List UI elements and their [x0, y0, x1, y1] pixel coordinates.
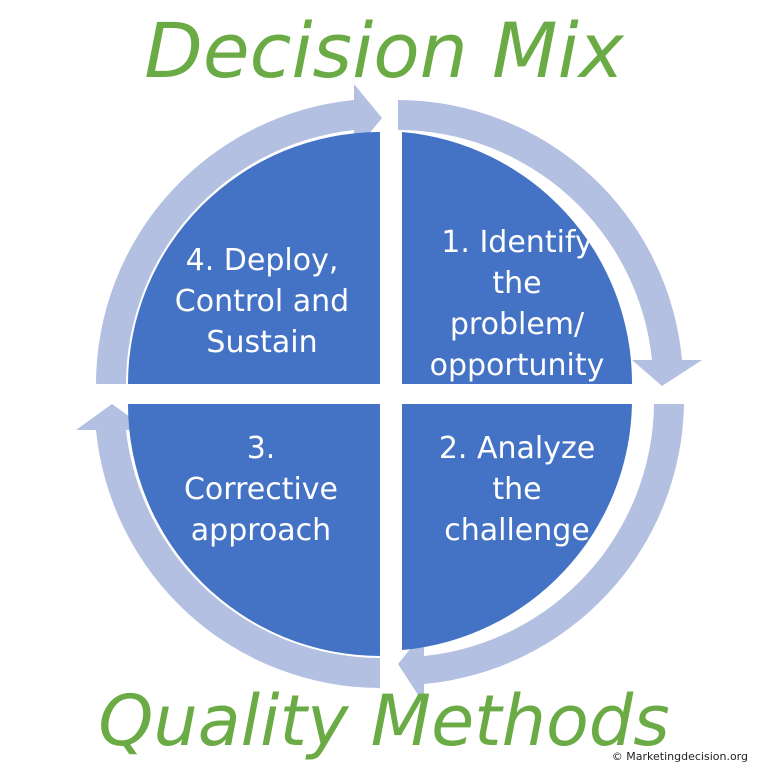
quadrant-analyze-label: 2. Analyze the challenge — [402, 428, 632, 551]
quadrant-deploy-line-2: Control and — [174, 284, 350, 319]
copyright-notice: © Marketingdecision.org — [611, 750, 748, 763]
quadrant-identify-line-2: the — [492, 266, 542, 301]
quadrant-identify-line-3: problem/ — [449, 307, 585, 342]
quadrant-corrective-label: 3. Corrective approach — [146, 428, 376, 551]
quadrant-identify-label: 1. Identify the problem/ opportunity — [402, 222, 632, 386]
arrow-ring-bottom-right — [398, 404, 684, 704]
quadrant-deploy-line-1: 4. Deploy, — [185, 243, 339, 278]
diagram-subtitle: Quality Methods — [98, 680, 670, 762]
arrow-ring-top-right — [398, 100, 702, 386]
arrow-ring-bottom-left — [76, 404, 380, 688]
quadrant-deploy-line-3: Sustain — [206, 325, 318, 360]
quadrant-corrective-line-2: Corrective — [183, 472, 339, 507]
quadrant-analyze-line-2: the — [492, 472, 542, 507]
quadrant-identify-line-4: opportunity — [429, 348, 605, 383]
quadrant-identify — [402, 132, 633, 384]
quadrant-analyze — [402, 404, 632, 650]
quadrant-identify-line-1: 1. Identify — [441, 225, 593, 260]
quadrant-corrective-line-3: approach — [190, 513, 332, 548]
quadrant-analyze-line-3: challenge — [444, 513, 590, 548]
quadrant-corrective-line-1: 3. — [246, 431, 276, 466]
quadrant-deploy-label: 4. Deploy, Control and Sustain — [140, 240, 384, 363]
quadrant-deploy — [128, 132, 380, 384]
diagram-title: Decision Mix — [144, 6, 624, 95]
arrow-ring-top-left — [96, 84, 382, 384]
quadrant-corrective — [128, 404, 380, 656]
quadrant-analyze-line-1: 2. Analyze — [438, 431, 596, 466]
